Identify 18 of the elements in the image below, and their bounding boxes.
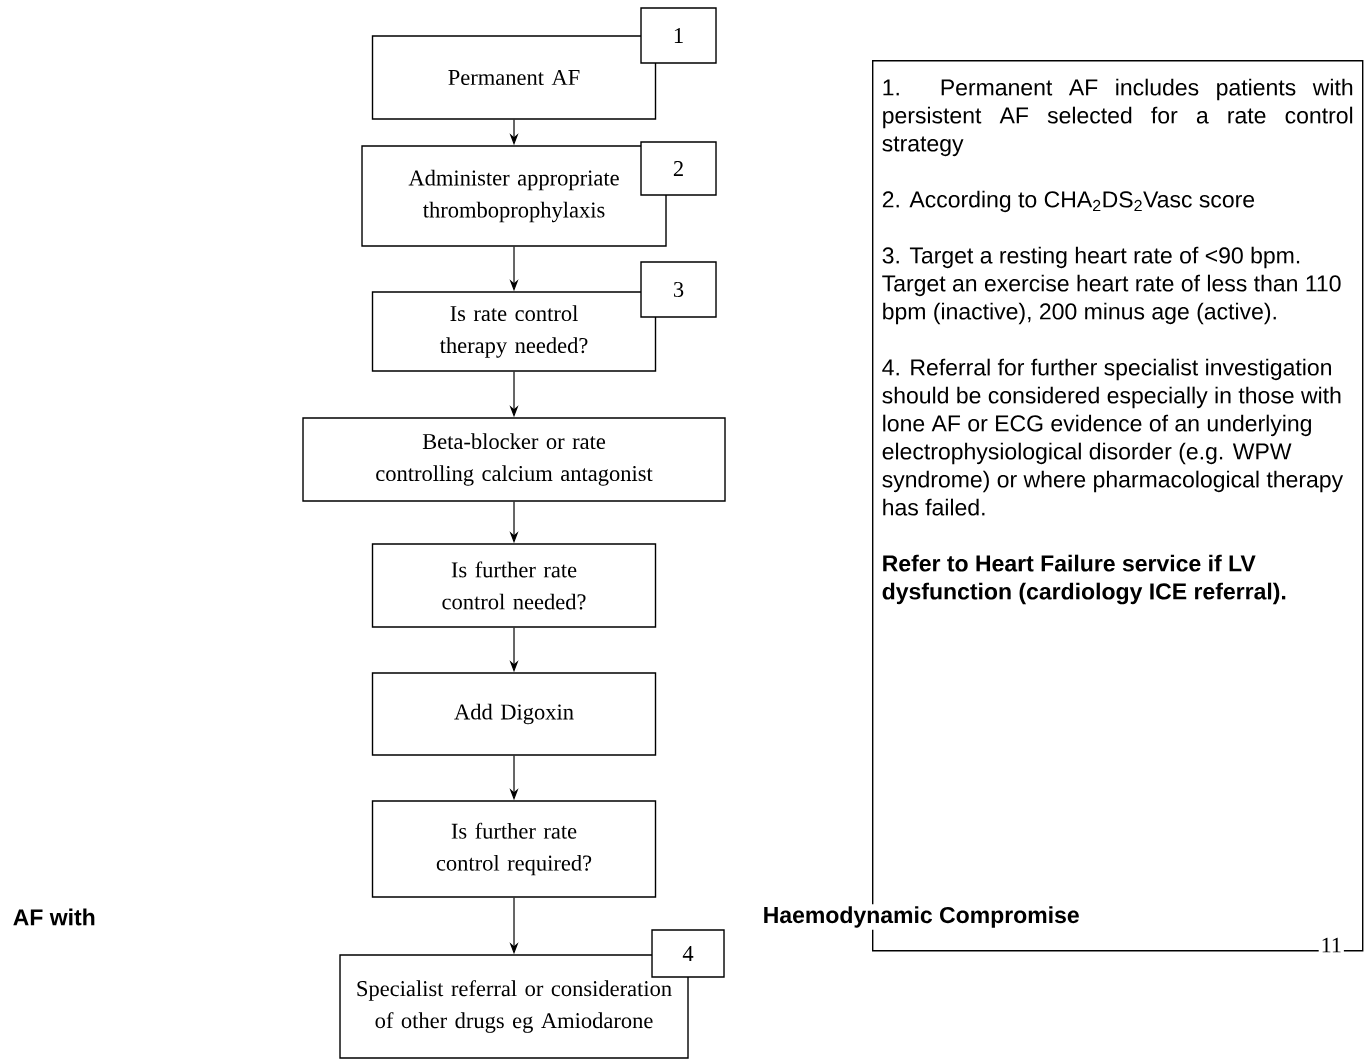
heading-text: AF with bbox=[10, 906, 98, 928]
footnote-number-box: 3 bbox=[640, 261, 717, 318]
process-box: Is rate control therapy needed? bbox=[371, 291, 657, 372]
process-box: Permanent AF bbox=[371, 35, 657, 120]
heading-text: Haemodynamic Compromise bbox=[760, 904, 1082, 930]
node-label: 4. Referral for further specialist investigation should be considered especially in those with lone AF or ECG evidence of an underlying electrophysiological disorder (e.g. WPW syndrome) or where pharmacological therapy has failed. bbox=[882, 358, 1344, 516]
node-label: 3. Target a resting heart rate of <90 bpm. Target an exercise heart rate of less than 110 bpm (inactive), 200 minus age (active). bbox=[882, 246, 1341, 325]
footnote-number-box: 4 bbox=[651, 929, 725, 978]
process-box: Beta-blocker or rate controlling calcium antagonist bbox=[302, 417, 726, 502]
node-label: Refer to Heart Failure service if LV dysfunction (cardiology ICE referral). bbox=[882, 554, 1286, 605]
process-box: Is further rate control required? bbox=[371, 800, 657, 898]
page-number: 11 bbox=[1318, 935, 1344, 955]
footnote-number-box: 2 bbox=[640, 141, 717, 196]
node-label: 1. Permanent AF includes patients with persistent AF selected for a rate control strategy bbox=[882, 78, 1353, 157]
footnote-number-box: 1 bbox=[640, 7, 717, 64]
process-box: Is further rate control needed? bbox=[371, 543, 657, 628]
process-box: Add Digoxin bbox=[371, 672, 657, 756]
node-label: 2. According to CHA$_{2}$DS$_{2}$Vasc score bbox=[882, 190, 1255, 213]
